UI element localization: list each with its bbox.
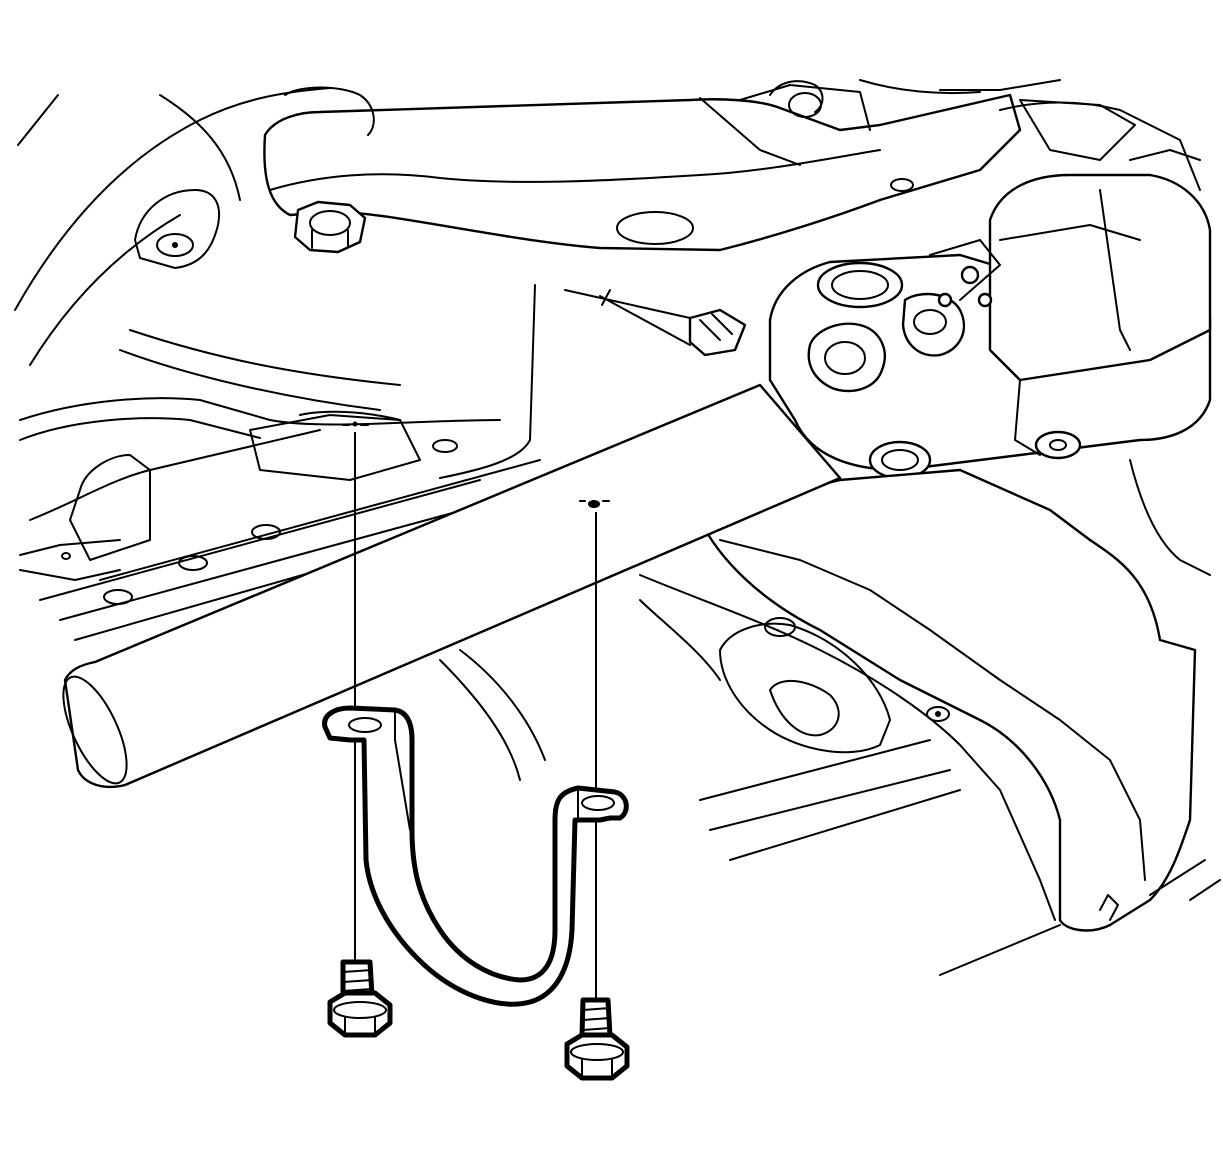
rear-axle-differential [768, 79, 1212, 480]
right-frame-rail [639, 459, 1211, 932]
driveshaft-tube [62, 383, 842, 789]
vehicle-underbody [14, 87, 541, 641]
mounting-hole-marker-left [342, 421, 369, 427]
brake-line-clip [564, 289, 747, 357]
mounting-hole-marker-right [579, 500, 610, 508]
hanger-bolt-right [564, 997, 630, 1081]
crossmember-nut [293, 200, 367, 254]
exhaust-hanger-strap [322, 705, 629, 1007]
frame-crossmember [263, 80, 1022, 254]
alignment-guide-lines [342, 421, 610, 1000]
hanger-bolt-left [327, 959, 393, 1038]
floor-pan-right [439, 599, 1221, 976]
